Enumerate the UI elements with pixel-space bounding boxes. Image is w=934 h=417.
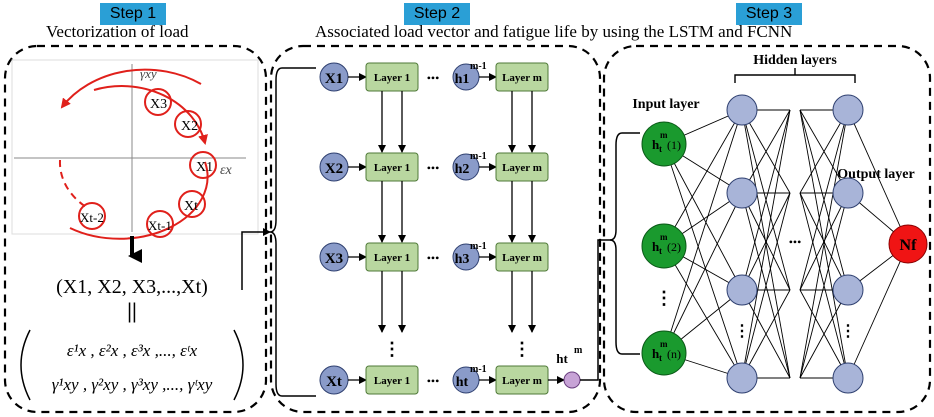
plot-point-x2: X2 [181,119,198,134]
dots-row1: ••• [427,71,440,85]
matrix-row-strain: ε¹x , ε²x , ε³x ,..., εᵗx [67,341,198,360]
step2-frame [269,44,602,414]
plot-point-xt-1: Xt-1 [148,218,172,233]
vdots-layer1: ⋮ [383,339,401,359]
layer1-row2: Layer 1 [374,162,410,174]
plot-point-xt-2: Xt-2 [80,210,104,225]
step1-to-step2-connector [241,228,271,290]
input-node-2-sup: m [660,232,668,242]
matrix-right-paren [233,329,244,401]
step2-brace [269,67,283,397]
matrix-row-shear: γ¹xy , γ²xy , γ³xy ,..., γᵗxy [52,375,213,394]
step2-title: Associated load vector and fatigue life … [315,22,793,41]
input-node-1-idx: (1) [667,138,681,152]
input-node-2-idx: (2) [667,240,681,254]
hidden-ellipsis: ••• [789,235,802,249]
plot-point-xt: Xt [184,199,198,214]
dots-row2: ••• [427,161,440,175]
dots-row3: ••• [427,251,440,265]
input-node-2-h: h [652,239,660,254]
step2-to-step3-connector [580,239,612,381]
plot-point-x3: X3 [150,97,167,112]
hidden-sup-2: m-1 [470,151,487,162]
matrix-left-paren [20,329,31,401]
input-vdots: ⋮ [655,288,673,308]
hidden-vdots-2: ⋮ [840,323,856,340]
lstm-input-x1: X1 [325,71,343,87]
vdots-layerm: ⋮ [513,339,531,359]
lstm-output-sup: m [574,345,583,356]
hidden-sup-t: m-1 [470,364,487,375]
hidden-layers-title: Hidden layers [753,53,837,68]
input-layer-title: Input layer [632,97,699,112]
step3-frame [602,44,932,414]
input-node-2-sub: t [659,246,662,256]
equals-sign: || [127,298,137,323]
plot-point-x1: X1 [196,160,213,175]
hidden-h2: h2 [455,162,470,177]
hidden-sup-1: m-1 [470,61,487,72]
layerm-row1: Layer m [502,72,542,84]
hidden-h1: h1 [455,72,470,87]
input-node-1-sub: t [659,144,662,154]
input-node-1-sup: m [660,130,668,140]
lstm-input-xt: Xt [326,374,342,390]
load-plot: X1 X2 X3 Xt-2 Xt-1 Xt γxy εx [11,59,259,240]
lstm-input-x3: X3 [325,251,343,267]
fcnn: Hidden layers Input layer Output layer h… [632,53,928,394]
output-node [888,224,928,264]
lstm-input-x2: X2 [325,161,343,177]
lstm-output-label: ht [556,351,568,366]
output-layer-title: Output layer [837,167,914,182]
lstm-grid: X1 X2 X3 Xt Layer 1 Layer 1 Layer 1 Laye… [319,61,583,395]
hidden-h3: h3 [455,252,470,267]
lstm-output-node [563,371,581,389]
layer1-row3: Layer 1 [374,252,410,264]
step2-badge: Step 2 [404,3,470,25]
axis-y-label: γxy [140,66,157,81]
hidden-vdots-1: ⋮ [734,323,750,340]
input-node-n-idx: (n) [667,347,681,361]
hidden-ht: ht [456,375,469,390]
layerm-row2: Layer m [502,162,542,174]
axis-x-label: εx [220,163,233,178]
input-node-n-h: h [652,346,660,361]
step3-badge: Step 3 [736,3,802,25]
layerm-rowt: Layer m [502,375,542,387]
step3-brace [609,132,623,355]
input-node-n-sub: t [659,353,662,363]
load-sequence: (X1, X2, X3,...,Xt) [56,276,208,298]
output-node-label: Nf [900,237,918,254]
layerm-row3: Layer m [502,252,542,264]
layer1-row1: Layer 1 [374,72,410,84]
step1-title: Vectorization of load [46,22,189,41]
input-node-n-sup: m [660,339,668,349]
input-node-1-h: h [652,137,660,152]
dots-rowt: ••• [427,374,440,388]
step1-badge: Step 1 [100,3,166,25]
layer1-rowt: Layer 1 [374,375,410,387]
hidden-sup-3: m-1 [470,241,487,252]
